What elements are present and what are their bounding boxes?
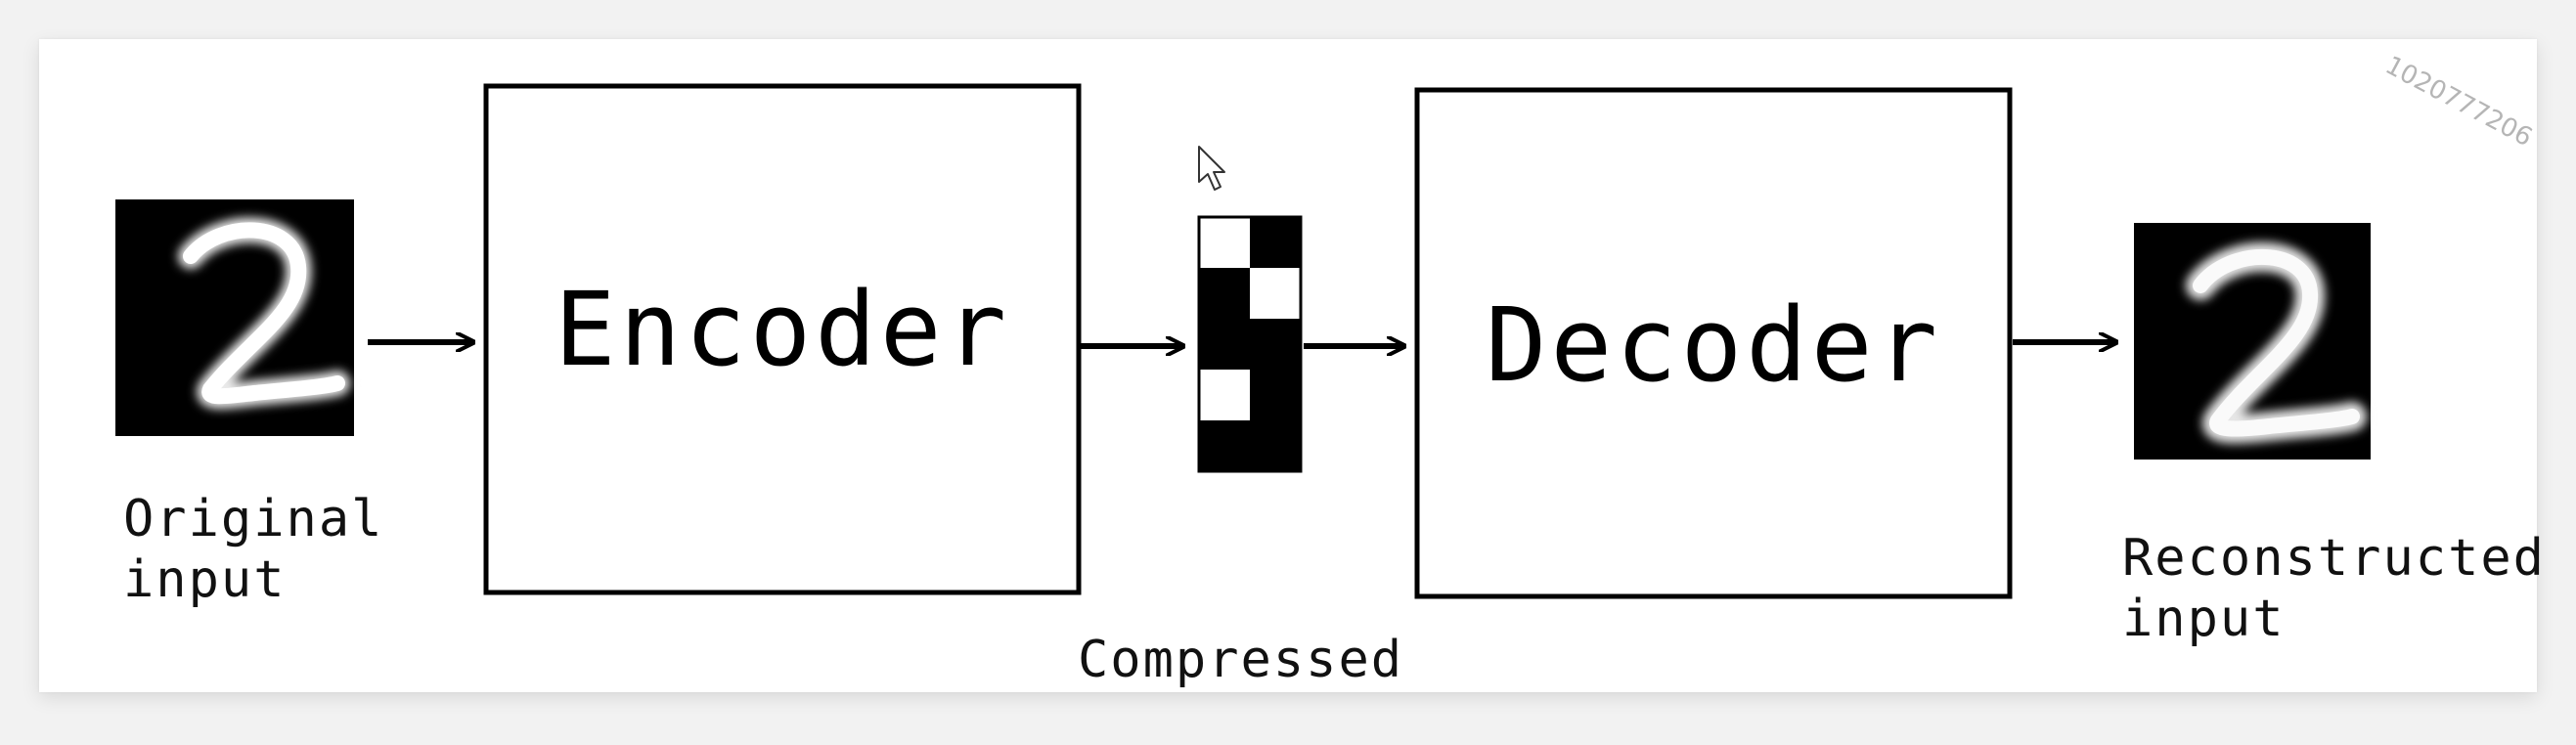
code-cell (1199, 370, 1250, 420)
reconstructed-input-image (2134, 223, 2371, 460)
code-cell (1250, 217, 1301, 268)
encoder-label: Encoder (554, 270, 1011, 389)
code-cell (1199, 217, 1250, 268)
code-grid-border (1197, 215, 1303, 473)
code-cell (1250, 370, 1301, 420)
mouse-cursor-icon (1198, 146, 1225, 191)
code-cell (1199, 420, 1250, 471)
code-cell (1250, 268, 1301, 319)
encoder-box (483, 83, 1082, 595)
compressed-label: Compressed (1078, 631, 1404, 689)
compressed-code-grid (1197, 215, 1303, 473)
code-cell (1250, 420, 1301, 471)
code-cell (1199, 268, 1250, 319)
code-cell (1250, 319, 1301, 370)
original-input-label: Original input (123, 490, 384, 609)
code-cell (1199, 319, 1250, 370)
original-input-image (115, 199, 354, 436)
reconstructed-input-label: Reconstructed input (2122, 529, 2546, 648)
decoder-box (1414, 87, 2013, 599)
decoder-label: Decoder (1485, 285, 1942, 405)
